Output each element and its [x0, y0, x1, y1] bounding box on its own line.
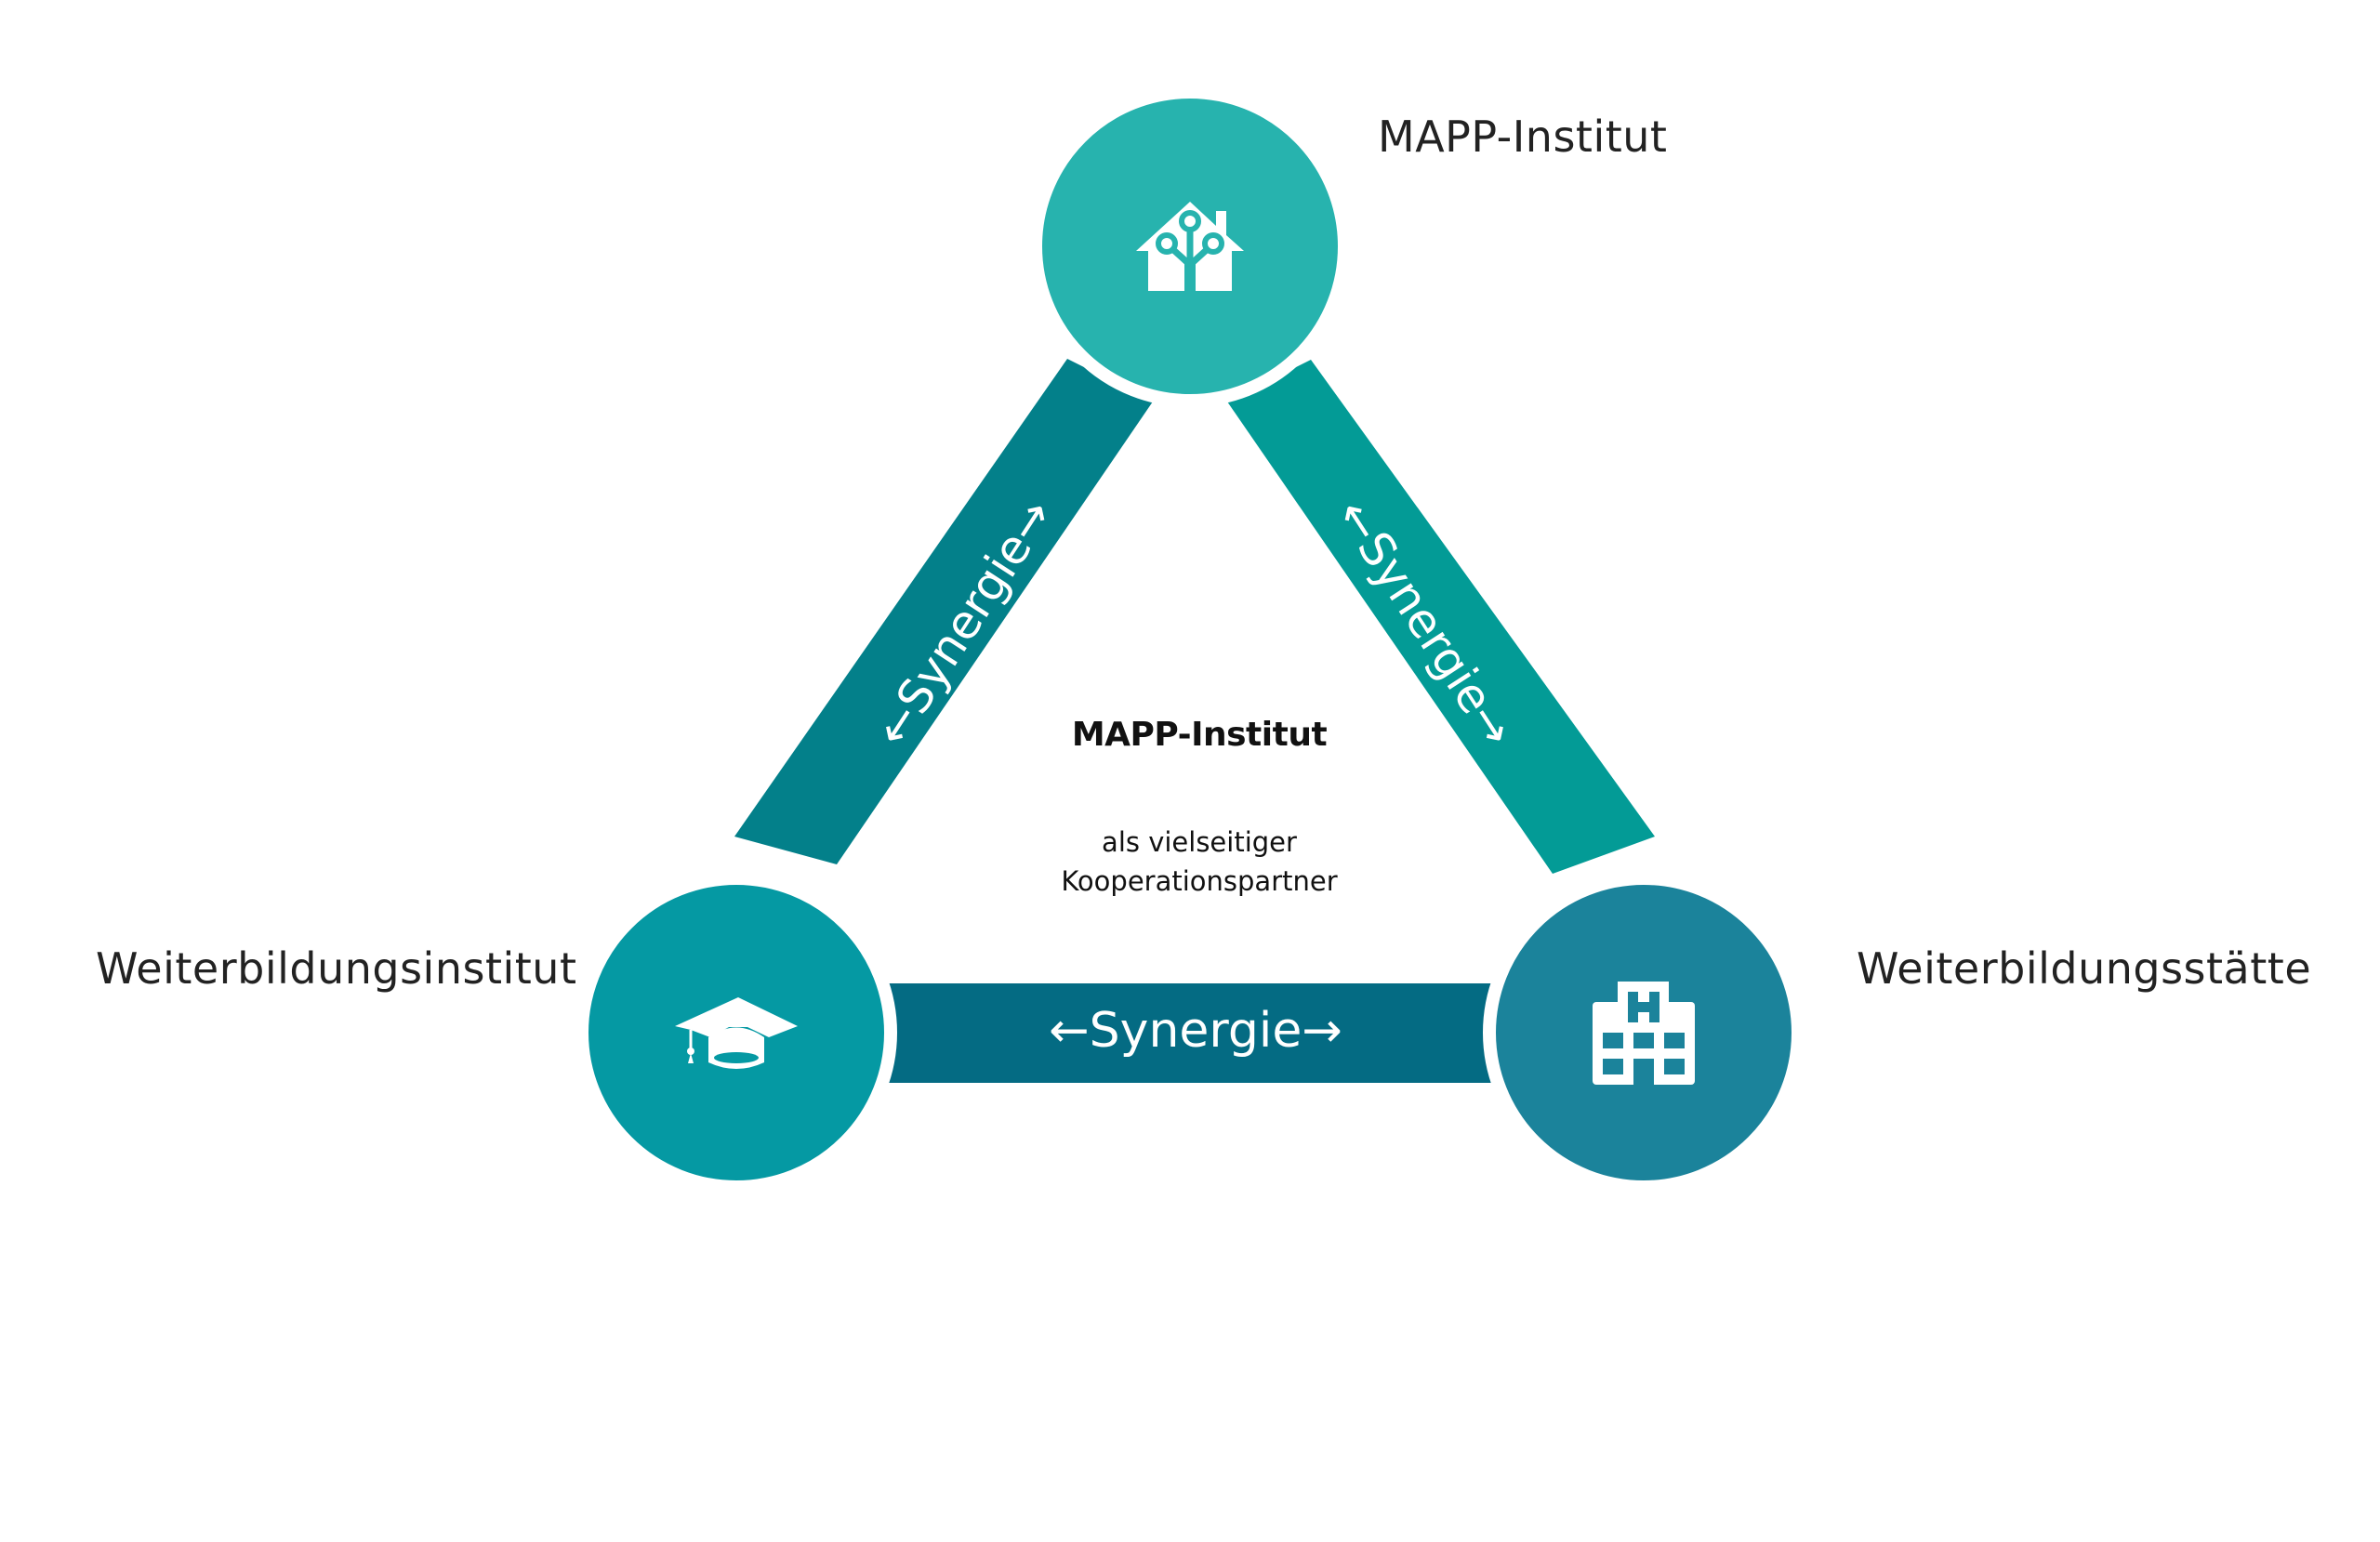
center-subtitle-line1: als vielseitiger: [1102, 826, 1297, 858]
hospital-building-icon: [1593, 982, 1695, 1085]
node-label-left: Weiterbildungsinstitut: [96, 943, 577, 994]
smart-home-icon: [1136, 202, 1244, 291]
graduation-cap-icon: [675, 997, 798, 1069]
edge-label-left-right: ←Synergie→: [1049, 1003, 1342, 1059]
node-label-right: Weiterbildungsstätte: [1857, 943, 2312, 994]
center-subtitle: als vielseitiger Kooperationspartner: [958, 823, 1441, 901]
center-subtitle-line2: Kooperationspartner: [1061, 865, 1338, 897]
edge-bar-top-right: [1227, 360, 1655, 874]
edge-bar-left-top: [734, 359, 1153, 864]
node-label-top: MAPP-Institut: [1378, 112, 1668, 162]
edge-bar-left-right: [837, 983, 1543, 1083]
center-title: MAPP-Institut: [1071, 716, 1328, 754]
